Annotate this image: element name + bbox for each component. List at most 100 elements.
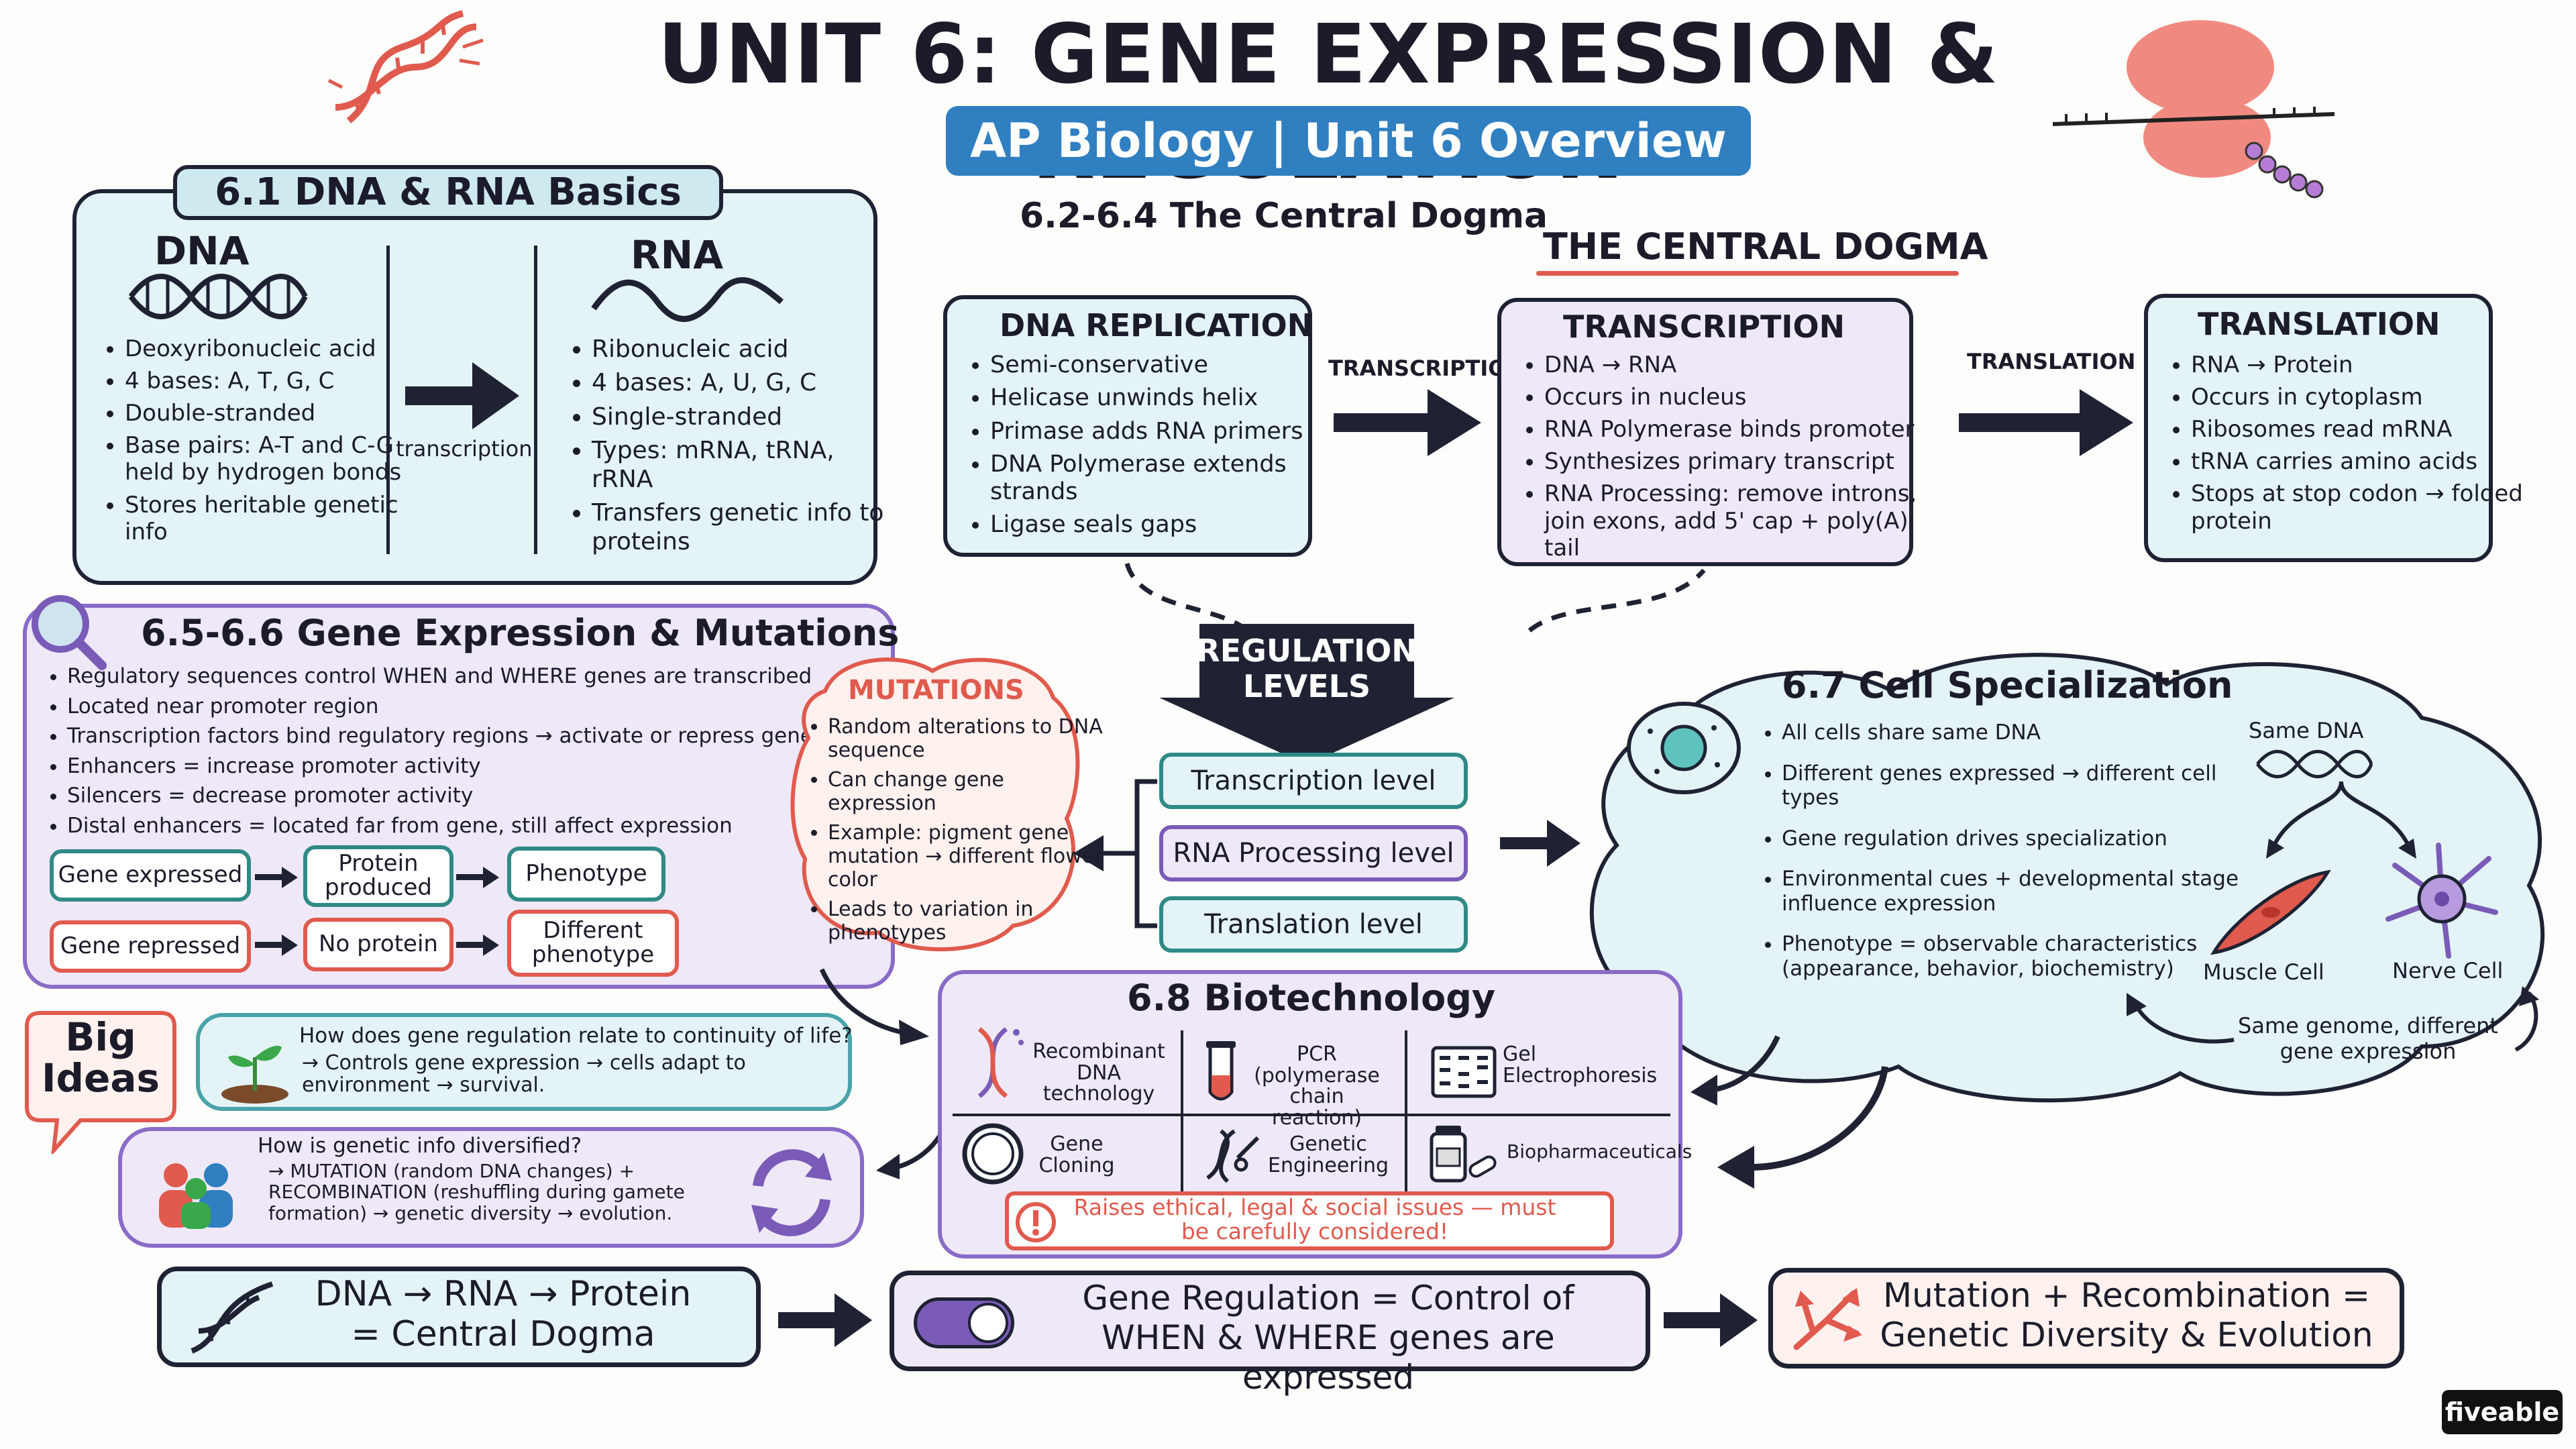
big-ideas-label-line: Big <box>65 1014 136 1060</box>
list-item: 4 bases: A, T, G, C <box>125 368 420 394</box>
curved-arrow <box>2127 993 2235 1044</box>
sprout-icon <box>221 1046 288 1104</box>
flow-arrows <box>255 867 499 956</box>
list-item: Phenotype = observable characteristics (… <box>1782 932 2278 981</box>
specialization-title: 6.7 Cell Specialization <box>1782 664 2233 706</box>
bracket-left-arrow <box>1073 779 1157 928</box>
list-item: RNA Processing: remove introns, join exo… <box>1544 480 1947 561</box>
list-item: Single-stranded <box>592 403 900 431</box>
replication-list: Semi-conservative Helicase unwinds helix… <box>953 352 1346 545</box>
list-item: Helicase unwinds helix <box>990 384 1346 412</box>
specialization-list: All cells share same DNA Different genes… <box>1744 720 2278 987</box>
dna-strand-icon <box>128 274 308 319</box>
summary-line: Gene Regulation = Control of <box>1082 1279 1574 1318</box>
translation-title: TRANSLATION <box>2198 306 2440 342</box>
biotech-title: 6.8 Biotechnology <box>1127 977 1496 1019</box>
regulation-arrow-shape <box>1159 624 1454 765</box>
list-item: Leads to variation in phenotypes <box>828 898 1116 945</box>
summary-line: DNA → RNA → Protein <box>315 1274 692 1314</box>
summary-box-gene-regulation <box>890 1271 1650 1371</box>
list-item: RNA → Protein <box>2191 352 2526 378</box>
replication-box <box>943 295 1312 557</box>
cell-icon <box>1627 702 1741 794</box>
biotech-genetic-engineering: Genetic Engineering <box>1268 1132 1389 1177</box>
replication-title: DNA REPLICATION <box>1000 307 1313 343</box>
dna-column-title: DNA <box>154 228 250 274</box>
subtitle-banner: AP Biology | Unit 6 Overview <box>946 106 1751 176</box>
list-item: Regulatory sequences control WHEN and WH… <box>67 664 859 689</box>
ribosome-icon <box>2053 20 2334 199</box>
big-idea-answer-2: → MUTATION (random DNA changes) + RECOMB… <box>268 1160 685 1224</box>
flow-protein-produced: Protein produced <box>303 845 453 907</box>
summary-box-diversity <box>1768 1268 2404 1368</box>
transcription-box <box>1497 298 1913 566</box>
muscle-cell-label: Muscle Cell <box>2203 959 2324 985</box>
summary-line: WHEN & WHERE genes are expressed <box>1102 1318 1555 1397</box>
list-item: DNA → RNA <box>1544 352 1947 378</box>
mutations-cloud-shape <box>790 657 1080 952</box>
mutations-list: Random alterations to DNA sequence Can c… <box>786 715 1116 951</box>
dna-facts-list: Deoxyribonucleic acid 4 bases: A, T, G, … <box>87 335 420 551</box>
biotech-grid-line <box>1181 1030 1183 1202</box>
list-item: Transfers genetic info to proteins <box>592 499 900 556</box>
big-ideas-label-line: Ideas <box>41 1055 160 1101</box>
list-item: Synthesizes primary transcript <box>1544 448 1947 475</box>
list-item: tRNA carries amino acids <box>2191 448 2526 475</box>
dna-flask-icon <box>977 1027 1024 1098</box>
summary-text-3: Mutation + Recombination = Genetic Diver… <box>1878 1276 2375 1355</box>
list-item: Deoxyribonucleic acid <box>125 335 420 362</box>
right-arrow-icon <box>405 362 519 429</box>
big-idea-card-1 <box>196 1013 852 1111</box>
dna-helix-icon <box>327 10 484 123</box>
list-item: Ligase seals gaps <box>990 511 1346 539</box>
nerve-cell-label: Nerve Cell <box>2392 958 2504 983</box>
big-idea-card-2 <box>118 1127 864 1248</box>
dashed-connector <box>1124 562 1706 633</box>
right-arrow-icon <box>778 1293 872 1347</box>
flow-phenotype: Phenotype <box>507 847 665 902</box>
summary-text-2: Gene Regulation = Control of WHEN & WHER… <box>1026 1279 1630 1397</box>
regulation-title: REGULATION LEVELS <box>1159 633 1454 704</box>
test-tube-icon <box>1206 1041 1236 1101</box>
nerve-cell-icon <box>2385 843 2498 959</box>
branch-arrows <box>2266 781 2416 859</box>
list-item: DNA Polymerase extends strands <box>990 451 1346 506</box>
regulation-level-rna-processing: RNA Processing level <box>1159 825 1468 881</box>
flow-no-protein: No protein <box>303 918 453 971</box>
list-item: Gene regulation drives specialization <box>1782 826 2278 851</box>
biotech-recombinant-dna: Recombinant DNA technology <box>1032 1040 1165 1106</box>
summary-box-central-dogma <box>157 1267 761 1367</box>
transcription-arrow-label: transcription <box>396 436 533 462</box>
dna-strand-icon <box>2256 749 2373 779</box>
toggle-knob <box>968 1303 1008 1343</box>
flow-gene-expressed: Gene expressed <box>50 849 251 902</box>
right-arrow-icon <box>1334 389 1481 456</box>
medicine-bottle-icon <box>1430 1126 1497 1183</box>
list-item: Silencers = decrease promoter activity <box>67 784 859 808</box>
list-item: Environmental cues + developmental stage… <box>1782 867 2278 916</box>
list-item: All cells share same DNA <box>1782 720 2278 745</box>
list-item: Stores heritable genetic info <box>125 492 420 545</box>
cycle-arrows-icon <box>751 1149 832 1236</box>
list-item: Transcription factors bind regulatory re… <box>67 724 859 749</box>
right-arrow-icon <box>1500 820 1580 867</box>
biotech-gene-cloning: Gene Cloning <box>1038 1132 1115 1177</box>
translation-list: RNA → Protein Occurs in cytoplasm Riboso… <box>2153 352 2526 540</box>
transcription-list: DNA → RNA Occurs in nucleus RNA Polymera… <box>1507 352 1947 567</box>
expression-list: Regulatory sequences control WHEN and WH… <box>30 664 859 843</box>
summary-text-1: DNA → RNA → Protein = Central Dogma <box>288 1274 718 1355</box>
list-item: Different genes expressed → different ce… <box>1782 761 2278 810</box>
people-icon <box>159 1163 233 1229</box>
translation-box <box>2144 294 2493 562</box>
rna-facts-list: Ribonucleic acid 4 bases: A, U, G, C Sin… <box>554 335 900 561</box>
list-item: Example: pigment gene mutation → differe… <box>828 821 1116 892</box>
curved-arrow <box>1717 1066 1888 1189</box>
divider <box>534 246 537 554</box>
biotech-gel-electrophoresis: Gel Electrophoresis <box>1503 1042 1658 1087</box>
list-item: Random alterations to DNA sequence <box>828 715 1116 763</box>
regulation-title-line: REGULATION <box>1196 633 1417 669</box>
list-item: Stops at stop codon → folded protein <box>2191 480 2526 534</box>
rna-strand-icon <box>591 277 784 322</box>
dogma-heading: THE CENTRAL DOGMA <box>1543 225 1988 268</box>
biotech-grid-line <box>953 1114 1670 1116</box>
